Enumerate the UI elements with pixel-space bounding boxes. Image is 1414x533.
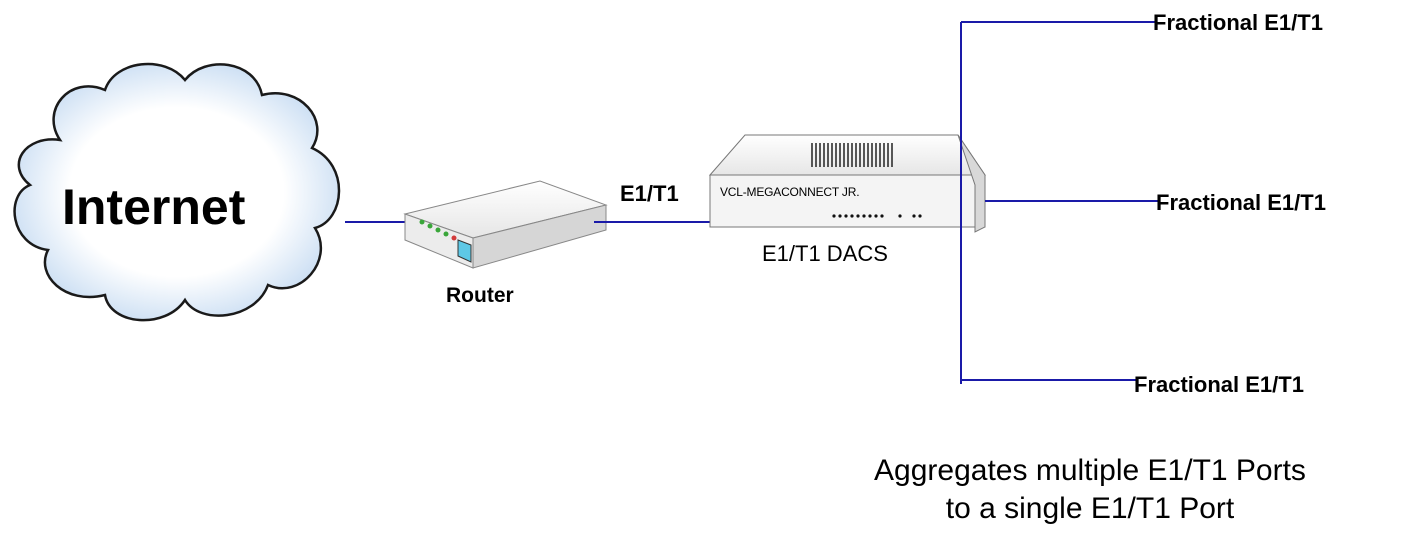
router-led-icon <box>419 219 425 225</box>
dacs-port-led-icon <box>832 214 922 218</box>
output-label-3: Fractional E1/T1 <box>1134 372 1304 397</box>
dacs-vent-icon <box>811 143 893 167</box>
internet-cloud <box>13 62 341 322</box>
internet-label: Internet <box>62 179 246 235</box>
dacs-device <box>708 134 986 233</box>
router-led-icon <box>427 223 433 229</box>
router-led-icon <box>435 227 441 233</box>
dacs-label: E1/T1 DACS <box>762 241 888 266</box>
caption-line-2: to a single E1/T1 Port <box>945 492 1235 525</box>
output-links <box>960 21 1158 384</box>
router-screen-icon <box>457 239 472 263</box>
router-led-icon <box>443 231 449 237</box>
output-label-1: Fractional E1/T1 <box>1153 10 1323 35</box>
caption-line-1: Aggregates multiple E1/T1 Ports <box>874 454 1306 487</box>
uplink-label: E1/T1 <box>620 181 679 206</box>
router-device <box>403 180 608 269</box>
caption: Aggregates multiple E1/T1 Ports to a sin… <box>830 452 1350 528</box>
output-label-2: Fractional E1/T1 <box>1156 190 1326 215</box>
router-led-icon <box>451 235 457 241</box>
dacs-device-text: VCL-MEGACONNECT JR. <box>720 185 860 199</box>
router-label: Router <box>446 284 514 307</box>
